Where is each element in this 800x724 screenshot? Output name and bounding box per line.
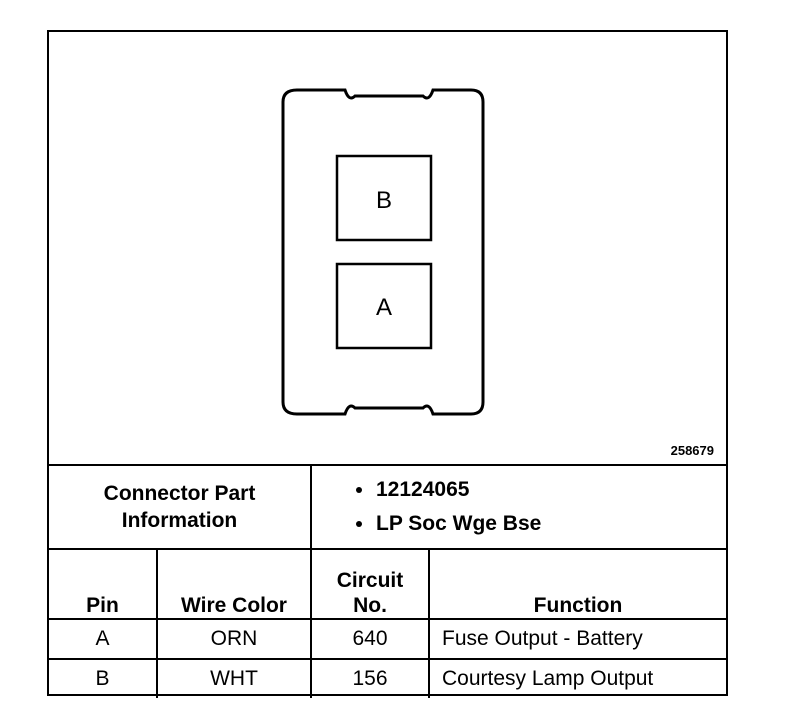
pin-cell: A xyxy=(49,618,158,660)
wire-color-cell: WHT xyxy=(156,658,312,698)
part-info-row: Connector Part Information 12124065 LP S… xyxy=(49,466,726,550)
header-pin: Pin xyxy=(49,548,158,620)
bullet-icon xyxy=(356,521,362,527)
function-cell: Courtesy Lamp Output xyxy=(428,658,726,698)
part-info-values: 12124065 LP Soc Wge Bse xyxy=(310,466,726,550)
cavity-a-label: A xyxy=(376,294,392,321)
function-cell: Fuse Output - Battery xyxy=(428,618,726,660)
figure-id: 258679 xyxy=(670,443,714,458)
connector-diagram-frame: B A 258679 Connector Part Information 12… xyxy=(47,30,728,698)
wire-color-cell: ORN xyxy=(156,618,312,660)
header-row: Pin Wire Color Circuit No. Function xyxy=(49,548,726,620)
table-row: A ORN 640 Fuse Output - Battery xyxy=(49,618,726,660)
circuit-cell: 640 xyxy=(310,618,430,660)
part-description: LP Soc Wge Bse xyxy=(356,507,726,541)
connector-face-svg: B A xyxy=(281,88,485,416)
cavity-b-label: B xyxy=(376,187,392,214)
connector-drawing: B A 258679 xyxy=(49,32,726,466)
table-row: B WHT 156 Courtesy Lamp Output xyxy=(49,658,726,698)
header-wire-color: Wire Color xyxy=(156,548,312,620)
cavity-b xyxy=(335,154,433,242)
cavity-a xyxy=(335,262,433,350)
part-number: 12124065 xyxy=(356,473,726,507)
part-info-label: Connector Part Information xyxy=(49,466,312,550)
connector-info-table: Connector Part Information 12124065 LP S… xyxy=(49,466,726,698)
bullet-icon xyxy=(356,487,362,493)
header-circuit: Circuit No. xyxy=(310,548,430,620)
circuit-cell: 156 xyxy=(310,658,430,698)
header-function: Function xyxy=(428,548,726,620)
connector-housing xyxy=(281,88,485,416)
pin-cell: B xyxy=(49,658,158,698)
